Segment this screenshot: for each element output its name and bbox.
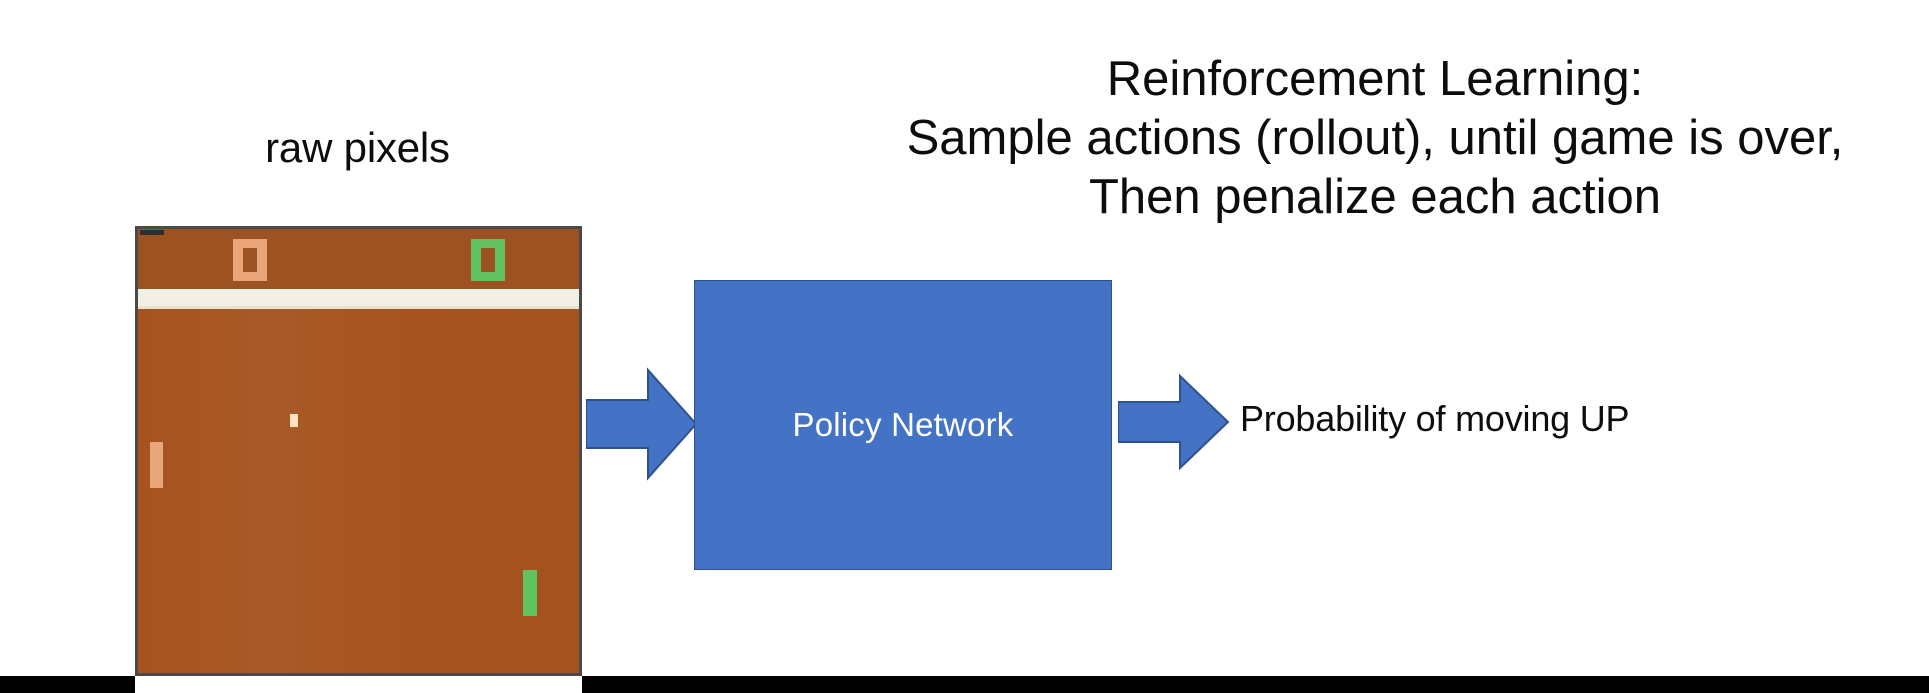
pong-game-screenshot	[135, 226, 582, 676]
pong-paddle-right	[523, 570, 537, 616]
policy-network-box: Policy Network	[694, 280, 1112, 570]
policy-network-label: Policy Network	[792, 406, 1014, 443]
headline-line-2: Sample actions (rollout), until game is …	[906, 111, 1844, 165]
right-arrow-icon-output	[1118, 372, 1230, 472]
headline-text-block: Reinforcement Learning: Sample actions (…	[830, 50, 1920, 227]
pong-paddle-left	[150, 442, 163, 488]
headline-line-3: Then penalize each action	[1088, 170, 1662, 224]
pong-ball	[290, 414, 298, 427]
pong-score-band	[138, 229, 579, 289]
bottom-black-bar-left	[0, 676, 135, 693]
headline-line-1: Reinforcement Learning:	[1106, 52, 1644, 106]
pong-divider-bar	[138, 289, 579, 309]
bottom-black-bar-right	[582, 676, 1929, 693]
output-probability-label: Probability of moving UP	[1240, 398, 1630, 439]
pong-frame-nub	[140, 230, 164, 235]
raw-pixels-label: raw pixels	[265, 124, 450, 171]
pong-score-left-digit	[233, 239, 267, 281]
pong-score-right-digit	[471, 239, 505, 281]
right-arrow-icon-input	[586, 364, 698, 484]
